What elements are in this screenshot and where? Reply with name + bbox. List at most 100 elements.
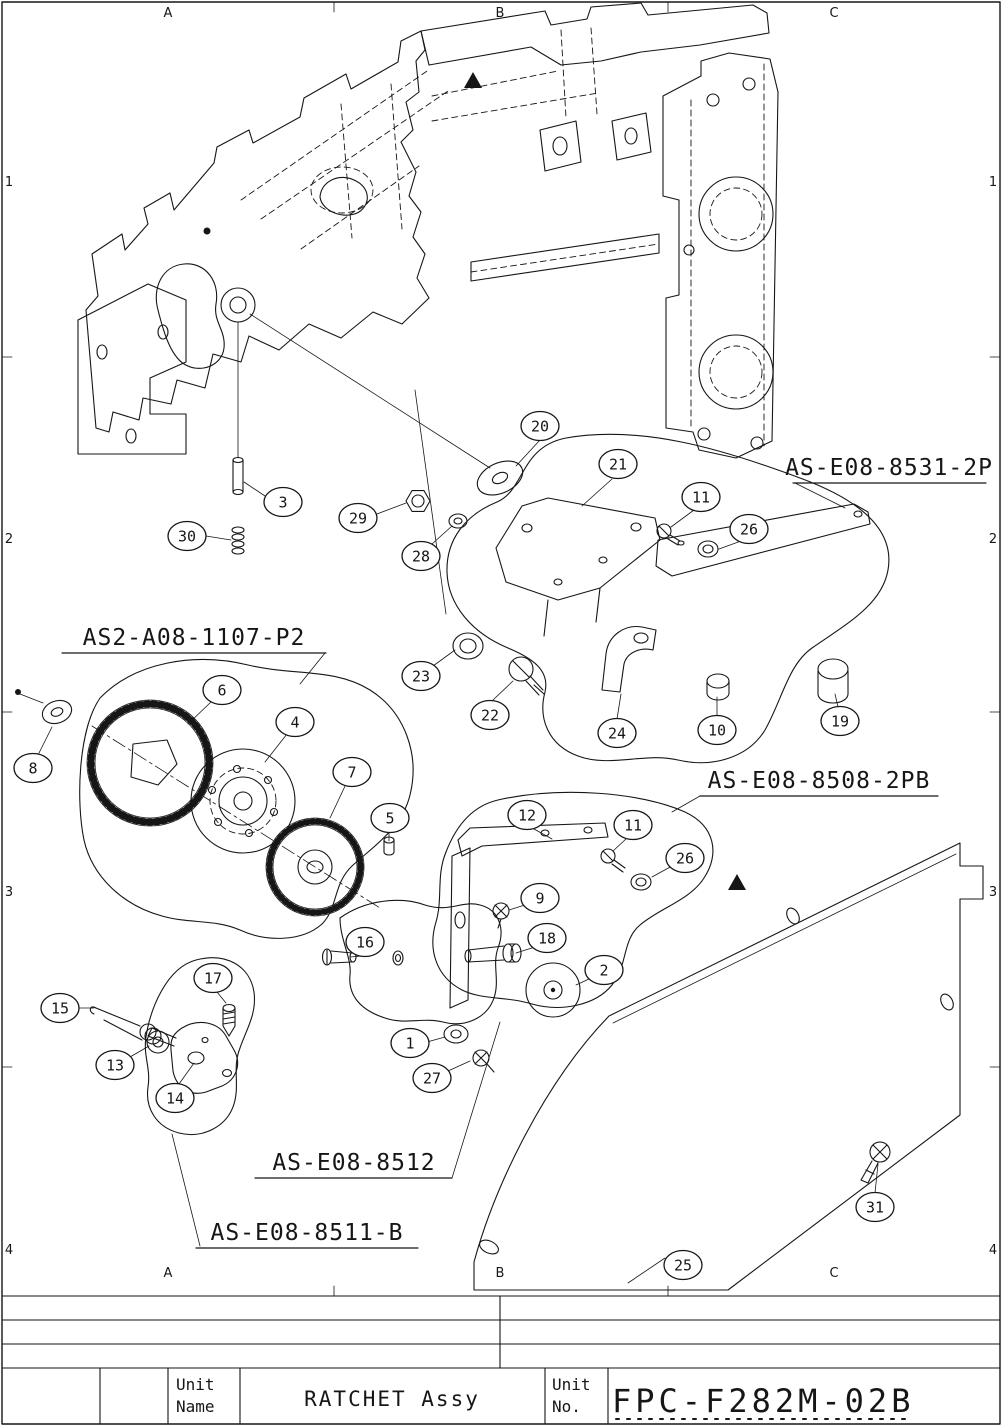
assembly-label-text: AS-E08-8531-2P <box>785 455 993 481</box>
balloon-outline <box>275 706 315 738</box>
balloon-26: 26 <box>665 842 705 874</box>
grid-row-2-left: 2 <box>5 532 13 547</box>
frame-hub-outer <box>220 287 256 323</box>
tab-hole <box>624 127 638 145</box>
balloon-9: 9 <box>520 882 560 914</box>
balloon-number: 31 <box>866 1199 884 1217</box>
balloon-19: 19 <box>820 705 860 737</box>
balloon-2: 2 <box>584 954 624 986</box>
grid-col-B-bottom: B <box>496 1266 505 1281</box>
balloon-outline <box>520 882 560 914</box>
balloon-number: 29 <box>349 510 367 528</box>
screw-17 <box>222 1003 236 1037</box>
ratchet-gear-6 <box>86 699 214 827</box>
pointer-dot <box>15 689 21 695</box>
balloon-25: 25 <box>663 1249 703 1281</box>
balloon-outline <box>697 714 737 746</box>
right-bracket <box>662 52 779 459</box>
grid-row-3-right: 3 <box>989 885 997 900</box>
washer-26-lower <box>630 873 652 891</box>
balloon-number: 18 <box>538 930 556 948</box>
balloon-8: 8 <box>13 752 53 784</box>
balloon-outline <box>263 486 303 518</box>
balloon-outline <box>370 802 410 834</box>
bracket-boss <box>698 176 774 252</box>
hidden-boss <box>310 166 374 214</box>
unit-name-value: RATCHET Assy <box>304 1387 480 1411</box>
balloon-21: 21 <box>598 448 638 480</box>
washer-28 <box>448 513 468 529</box>
blob-as-e08-8511-b <box>144 957 256 1135</box>
balloon-number: 21 <box>609 456 627 474</box>
grid-row-2-right: 2 <box>989 532 997 547</box>
bushing-13 <box>146 1030 170 1054</box>
assembly-label-text: AS-E08-8511-B <box>210 1220 403 1246</box>
balloon-number: 5 <box>385 810 394 828</box>
grid-row-4-right: 4 <box>989 1243 997 1258</box>
label-leader-lines <box>171 482 846 1247</box>
balloon-number: 24 <box>608 725 626 743</box>
balloon-number: 15 <box>51 1000 69 1018</box>
balloon-outline <box>470 699 510 731</box>
balloon-30: 30 <box>167 520 207 552</box>
balloon-23: 23 <box>401 660 441 692</box>
balloon-number: 20 <box>531 418 549 436</box>
balloon-13: 13 <box>95 1049 135 1081</box>
bracket-hole <box>742 77 756 91</box>
unit-no-label-line2: No. <box>552 1397 581 1416</box>
balloon-outline <box>401 660 441 692</box>
revision-triangle-marker <box>464 72 482 88</box>
balloon-number: 8 <box>28 760 37 778</box>
assembly-label-as-e08-8512: AS-E08-8512 <box>254 1150 453 1179</box>
balloon-number: 22 <box>481 707 499 725</box>
spring-30 <box>231 526 245 555</box>
balloon-11: 11 <box>681 481 721 513</box>
balloon-outline <box>665 842 705 874</box>
grid-row-4-left: 4 <box>5 1243 13 1258</box>
gear-7 <box>265 817 365 917</box>
screw-11-upper <box>656 523 685 546</box>
balloon-number: 25 <box>674 1257 692 1275</box>
balloon-outline <box>401 540 441 572</box>
grid-row-1-left: 1 <box>5 175 13 190</box>
balloon-5: 5 <box>370 802 410 834</box>
balloon-outline <box>663 1249 703 1281</box>
top-beam <box>420 2 770 66</box>
nut-29 <box>405 490 431 512</box>
zone-ticks <box>1 1 1001 1297</box>
frame-plate-outline <box>85 30 430 433</box>
balloon-number: 13 <box>106 1057 124 1075</box>
balloon-16: 16 <box>345 926 385 958</box>
balloon-outline <box>584 954 624 986</box>
balloon-number: 27 <box>423 1070 441 1088</box>
assembly-label-text: AS-E08-8512 <box>272 1150 435 1176</box>
assembly-label-as2-a08-1107-p2: AS2-A08-1107-P2 <box>61 625 327 654</box>
assembly-label-text: AS2-A08-1107-P2 <box>83 625 306 651</box>
leader-lines <box>19 313 879 1284</box>
balloon-24: 24 <box>597 717 637 749</box>
frame-dot <box>203 227 211 235</box>
title-block-lines <box>1 1295 1001 1425</box>
block-hole <box>125 428 137 444</box>
screw-27 <box>472 1049 495 1073</box>
balloon-outline <box>338 502 378 534</box>
balloon-29: 29 <box>338 502 378 534</box>
assembly-label-as-e08-8531-2p: AS-E08-8531-2P <box>785 455 993 484</box>
hook-24 <box>601 626 657 693</box>
balloon-1: 1 <box>390 1027 430 1059</box>
balloon-outline <box>520 410 560 442</box>
balloon-number: 11 <box>692 489 710 507</box>
balloon-number: 4 <box>290 714 299 732</box>
balloon-number: 1 <box>405 1035 414 1053</box>
assembly-label-as-e08-8508-2pb: AS-E08-8508-2PB <box>699 768 939 797</box>
balloon-outline <box>390 1027 430 1059</box>
balloon-number: 30 <box>178 528 196 546</box>
grid-col-B-top: B <box>496 6 505 21</box>
lever-14 <box>147 1021 239 1094</box>
screw-11-lower <box>600 848 626 873</box>
grid-row-1-right: 1 <box>989 175 997 190</box>
